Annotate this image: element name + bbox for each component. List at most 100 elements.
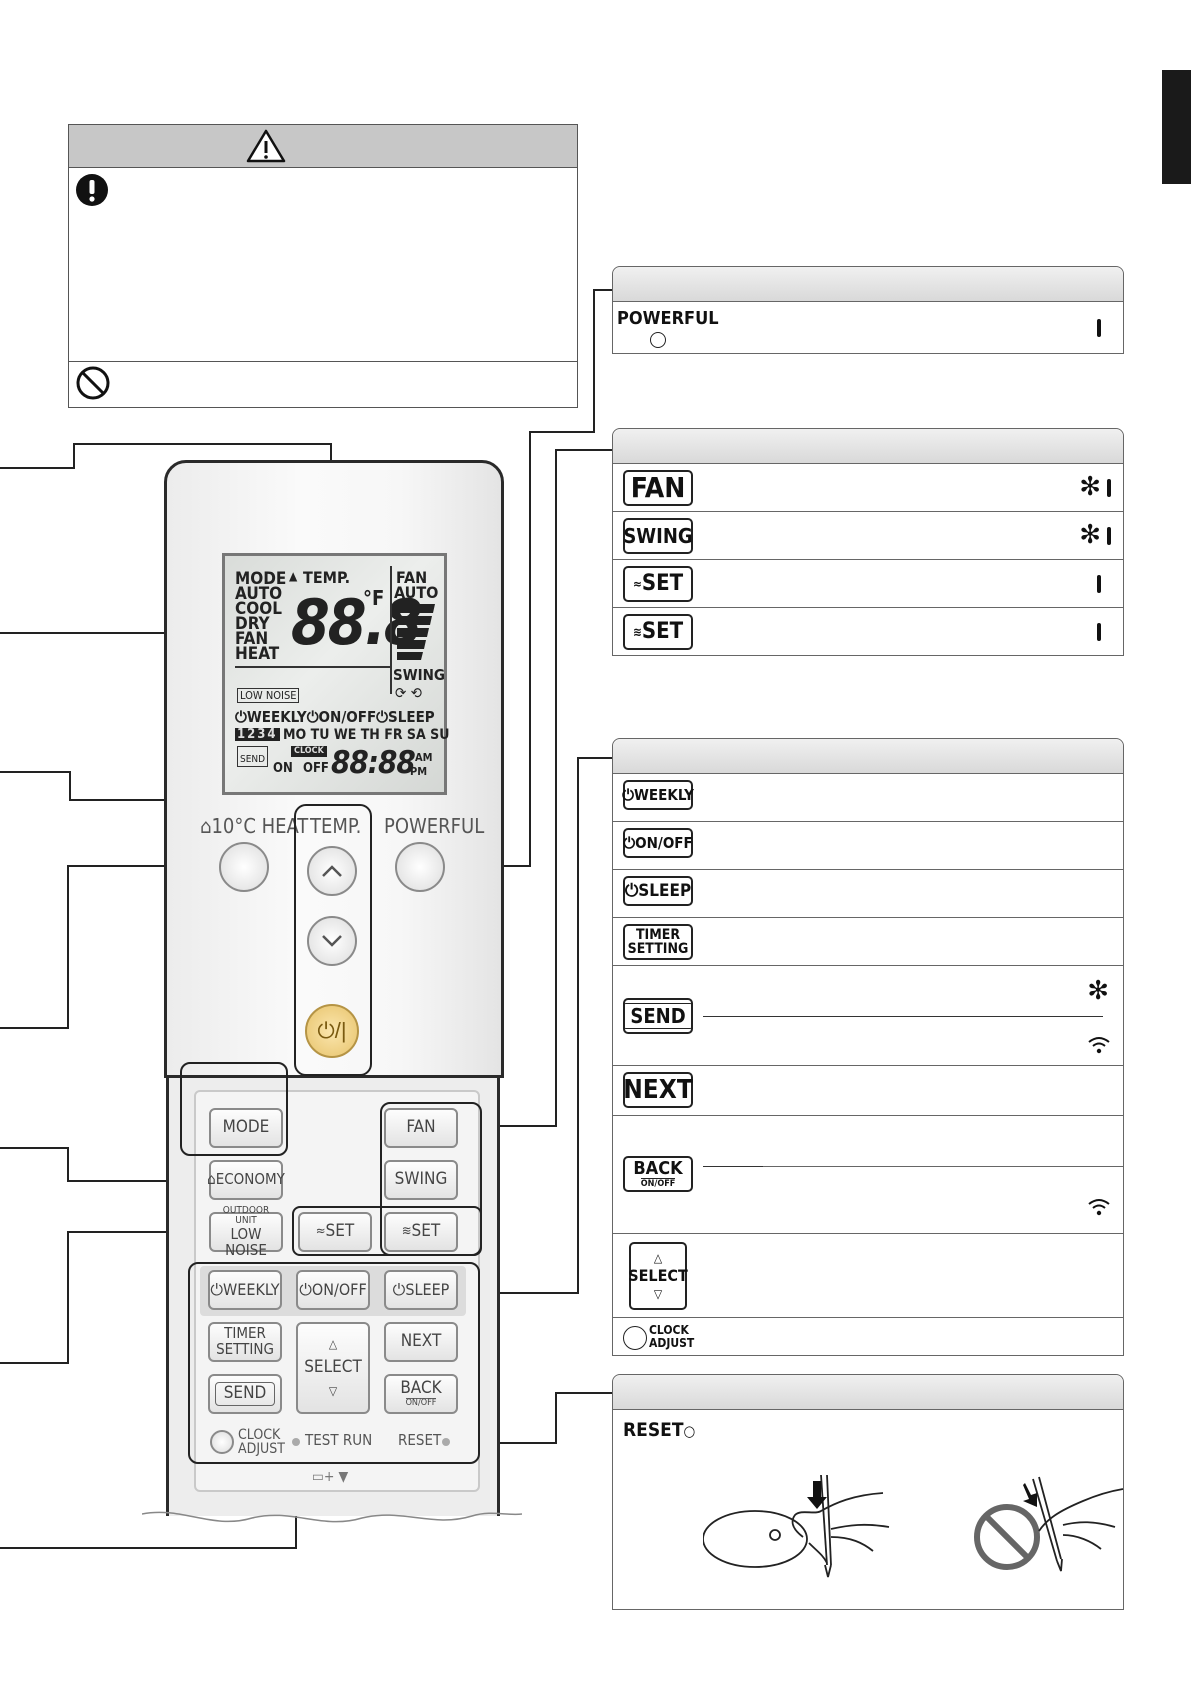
heat10-button[interactable]: [219, 842, 269, 892]
bar-mark: [1097, 623, 1101, 641]
fan-swing-panel-header: [613, 429, 1123, 464]
lcd-arrow-icon: ▲: [289, 569, 298, 583]
select-button[interactable]: △ SELECT ▽: [296, 1322, 370, 1414]
lcd-day-numbers: 1234: [235, 727, 280, 742]
send-key: SEND: [623, 998, 693, 1034]
onoff-key: ⏻ON/OFF: [623, 828, 693, 858]
timer-setting-button[interactable]: TIMER SETTING: [208, 1322, 282, 1362]
arrow-down-icon: [807, 1481, 827, 1509]
lcd-time: 88:88: [331, 745, 416, 781]
swing-button[interactable]: SWING: [384, 1160, 458, 1200]
lcd-send: SEND: [237, 746, 269, 767]
economy-icon: ⌂: [207, 1170, 216, 1189]
timer-icon: ⏻: [210, 1279, 224, 1299]
next-key: NEXT: [623, 1072, 693, 1108]
sleep-button[interactable]: ⏻SLEEP: [384, 1270, 458, 1310]
back-leader-line: [703, 1166, 763, 1167]
lcd-days: MO TU WE TH FR SA SU: [283, 727, 450, 743]
caution-separator: [69, 361, 577, 362]
vertical-swing-icon: ≋: [632, 625, 642, 639]
lcd-mode-cool: COOL: [235, 599, 282, 619]
powerful-button[interactable]: [395, 842, 445, 892]
triangle-up-icon: △: [653, 1251, 663, 1265]
chevron-down-icon: [322, 935, 342, 947]
reset-panel-header: [613, 1375, 1123, 1410]
back-row: BACK ON/OFF: [613, 1116, 1123, 1234]
arrow-diagonal-icon: [1023, 1483, 1037, 1507]
timer-icon: ⏻: [392, 1279, 406, 1299]
next-row: NEXT: [613, 1066, 1123, 1116]
next-button[interactable]: NEXT: [384, 1322, 458, 1362]
outdoor-low-noise-button[interactable]: OUTDOOR UNIT LOW NOISE: [209, 1205, 283, 1257]
swing-key: SWING: [623, 518, 693, 554]
horizontal-set-button[interactable]: ≈SET: [298, 1212, 372, 1252]
back-onoff-sub: ON/OFF: [405, 1397, 437, 1408]
send-leader-line: [703, 1016, 1103, 1017]
wifi-icon: [1088, 1199, 1110, 1216]
vertical-set-row: ≋SET: [613, 608, 1123, 656]
horizontal-set-key: ≈SET: [623, 566, 693, 602]
powerful-button-circle: [650, 332, 666, 348]
reset-pinhole[interactable]: [442, 1438, 450, 1446]
asterisk-mark: ✻: [1079, 472, 1101, 502]
fan-key: FAN: [623, 470, 693, 506]
lcd-mode-dry: DRY: [235, 614, 270, 634]
asterisk-mark: ✻: [1087, 976, 1109, 1006]
timer-icon: ⏻: [624, 880, 639, 901]
caution-header: [69, 125, 577, 168]
select-key: △ SELECT ▽: [628, 1242, 688, 1310]
timer-icon: ⏻: [623, 833, 636, 852]
fan-button[interactable]: FAN: [384, 1108, 458, 1148]
powerful-label: POWERFUL: [617, 308, 719, 329]
back-button[interactable]: BACK ON/OFF: [384, 1374, 458, 1414]
lcd-off: OFF: [303, 761, 329, 776]
horizontal-swing-icon: ≈: [315, 1224, 326, 1240]
powerful-label: POWERFUL: [384, 814, 485, 838]
lcd-mode-label: MODE: [235, 569, 287, 589]
prohibited-icon: [76, 366, 110, 400]
test-run-dot[interactable]: [292, 1438, 300, 1446]
economy-house-icon: ⌂: [200, 814, 212, 838]
timer-panel-header: [613, 739, 1123, 774]
send-row: SEND ✻: [613, 966, 1123, 1066]
outdoor-unit-label: OUTDOOR UNIT: [222, 1204, 270, 1227]
temp-up-button[interactable]: [307, 846, 357, 896]
weekly-button[interactable]: ⏻WEEKLY: [208, 1270, 282, 1310]
clock-adjust-circle: [623, 1326, 647, 1350]
triangle-down-icon: ▽: [653, 1287, 663, 1301]
lcd-display: MODE AUTO COOL DRY FAN HEAT ▲ TEMP. 88.8…: [222, 553, 450, 795]
lcd-swing-icon: ⟳ ⟲: [395, 684, 422, 702]
temp-down-button[interactable]: [307, 916, 357, 966]
battery-icon: ▭+ ▼: [312, 1469, 349, 1485]
back-row-divider: [703, 1166, 1123, 1167]
reset-label: RESET○: [623, 1419, 696, 1441]
mode-button[interactable]: MODE: [209, 1108, 283, 1148]
timer-setting-row: TIMER SETTING: [613, 918, 1123, 966]
power-icon: ⏻/|: [317, 1018, 347, 1043]
lcd-am: AM: [415, 751, 433, 764]
back-onoff-sub: ON/OFF: [640, 1177, 676, 1189]
clock-adjust-button[interactable]: [210, 1430, 234, 1454]
timer-group-outline: [188, 1262, 480, 1464]
lcd-pm: PM: [410, 765, 428, 778]
bar-mark: [1107, 527, 1111, 545]
onoff-timer-button[interactable]: ⏻ON/OFF: [296, 1270, 370, 1310]
weekly-key: ⏻WEEKLY: [622, 780, 694, 810]
fan-row: FAN ✻: [613, 464, 1123, 512]
lcd-mode-heat: HEAT: [235, 644, 280, 664]
wifi-icon: [1088, 1037, 1110, 1054]
vertical-set-button[interactable]: ≋SET: [384, 1212, 458, 1252]
send-button[interactable]: SEND: [208, 1374, 282, 1414]
powerful-panel-header: [613, 267, 1123, 302]
fan-swing-panel: FAN ✻ SWING ✻ ≈SET ≋SET: [612, 428, 1124, 656]
clock-adjust-label: CLOCK ADJUST: [649, 1323, 695, 1350]
lcd-hline: [235, 666, 391, 668]
power-button[interactable]: ⏻/|: [305, 1004, 359, 1058]
swing-row: SWING ✻: [613, 512, 1123, 560]
select-row: △ SELECT ▽: [613, 1234, 1123, 1318]
remote-cut-edge: [142, 1511, 522, 1523]
section-edge-tab: [1162, 70, 1191, 184]
weekly-row: ⏻WEEKLY: [613, 774, 1123, 822]
mode-group-outline: [180, 1062, 288, 1156]
economy-button[interactable]: ⌂ECONOMY: [207, 1160, 285, 1200]
